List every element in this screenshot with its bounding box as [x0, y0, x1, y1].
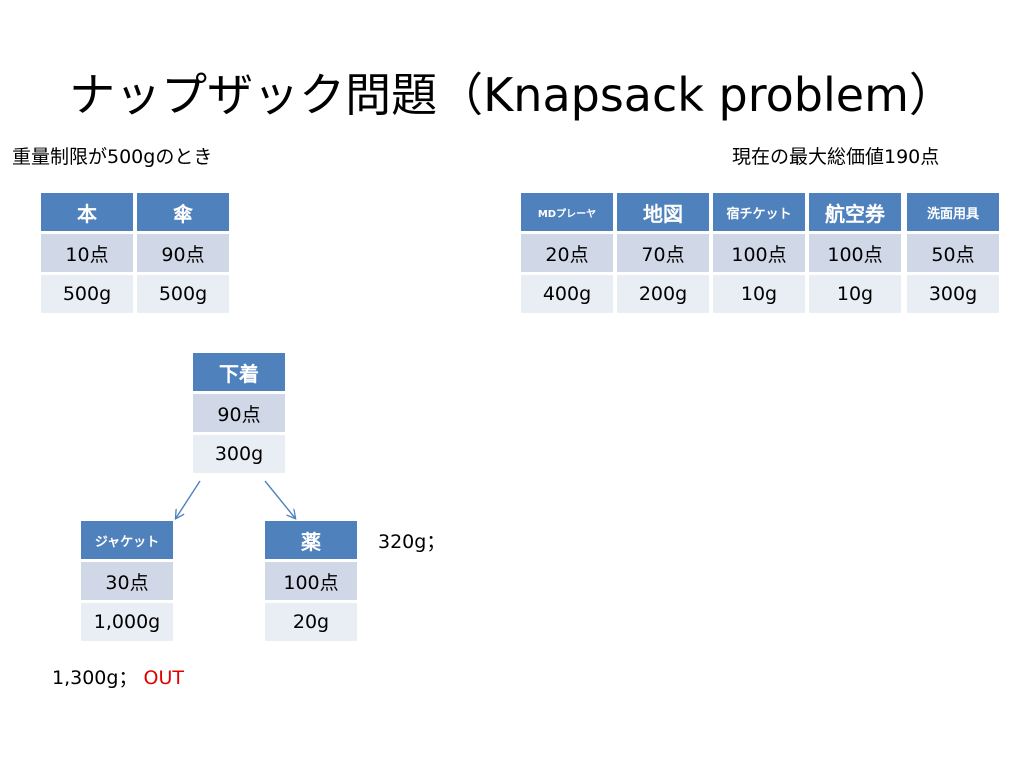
- item-card-md-player: MDプレーヤ 20点 400g: [521, 193, 613, 313]
- item-name: 地図: [617, 193, 709, 231]
- item-value: 90点: [193, 394, 285, 432]
- item-name: 薬: [265, 521, 357, 559]
- item-weight: 300g: [193, 435, 285, 473]
- item-value: 100点: [809, 234, 901, 272]
- max-value-caption: 現在の最大総価値190点: [732, 146, 940, 168]
- item-weight: 200g: [617, 275, 709, 313]
- item-name: 洗面用具: [907, 193, 999, 231]
- item-value: 70点: [617, 234, 709, 272]
- tree-root-underwear: 下着 90点 300g: [193, 353, 285, 473]
- item-value: 10点: [41, 234, 133, 272]
- item-weight: 500g: [137, 275, 229, 313]
- item-weight: 10g: [809, 275, 901, 313]
- item-name: 傘: [137, 193, 229, 231]
- item-weight: 300g: [907, 275, 999, 313]
- medicine-total-weight: 320g；: [378, 531, 446, 553]
- item-name: 下着: [193, 353, 285, 391]
- item-weight: 400g: [521, 275, 613, 313]
- item-weight: 500g: [41, 275, 133, 313]
- slide-title: ナップザック問題（Knapsack problem）: [69, 68, 955, 122]
- item-value: 100点: [265, 562, 357, 600]
- item-card-umbrella: 傘 90点 500g: [137, 193, 229, 313]
- item-value: 50点: [907, 234, 999, 272]
- item-value: 30点: [81, 562, 173, 600]
- item-value: 100点: [713, 234, 805, 272]
- item-weight: 1,000g: [81, 603, 173, 641]
- weight-limit-caption: 重量制限が500gのとき: [12, 146, 213, 168]
- item-card-map: 地図 70点 200g: [617, 193, 709, 313]
- item-card-air-ticket: 航空券 100点 10g: [809, 193, 901, 313]
- item-name: 本: [41, 193, 133, 231]
- item-name: 航空券: [809, 193, 901, 231]
- tree-child-jacket: ジャケット 30点 1,000g: [81, 521, 173, 641]
- arrow-to-medicine: [264, 480, 295, 518]
- jacket-total-weight: 1,300g；: [52, 667, 138, 689]
- arrow-to-jacket: [176, 480, 201, 518]
- item-name: 宿チケット: [713, 193, 805, 231]
- item-card-book: 本 10点 500g: [41, 193, 133, 313]
- item-name: ジャケット: [81, 521, 173, 559]
- item-card-hotel-ticket: 宿チケット 100点 10g: [713, 193, 805, 313]
- item-name: MDプレーヤ: [521, 193, 613, 231]
- item-value: 20点: [521, 234, 613, 272]
- item-value: 90点: [137, 234, 229, 272]
- item-card-toiletries: 洗面用具 50点 300g: [907, 193, 999, 313]
- out-status: OUT: [143, 667, 184, 689]
- jacket-total: 1,300g； OUT: [52, 665, 184, 691]
- tree-child-medicine: 薬 100点 20g: [265, 521, 357, 641]
- item-weight: 20g: [265, 603, 357, 641]
- item-weight: 10g: [713, 275, 805, 313]
